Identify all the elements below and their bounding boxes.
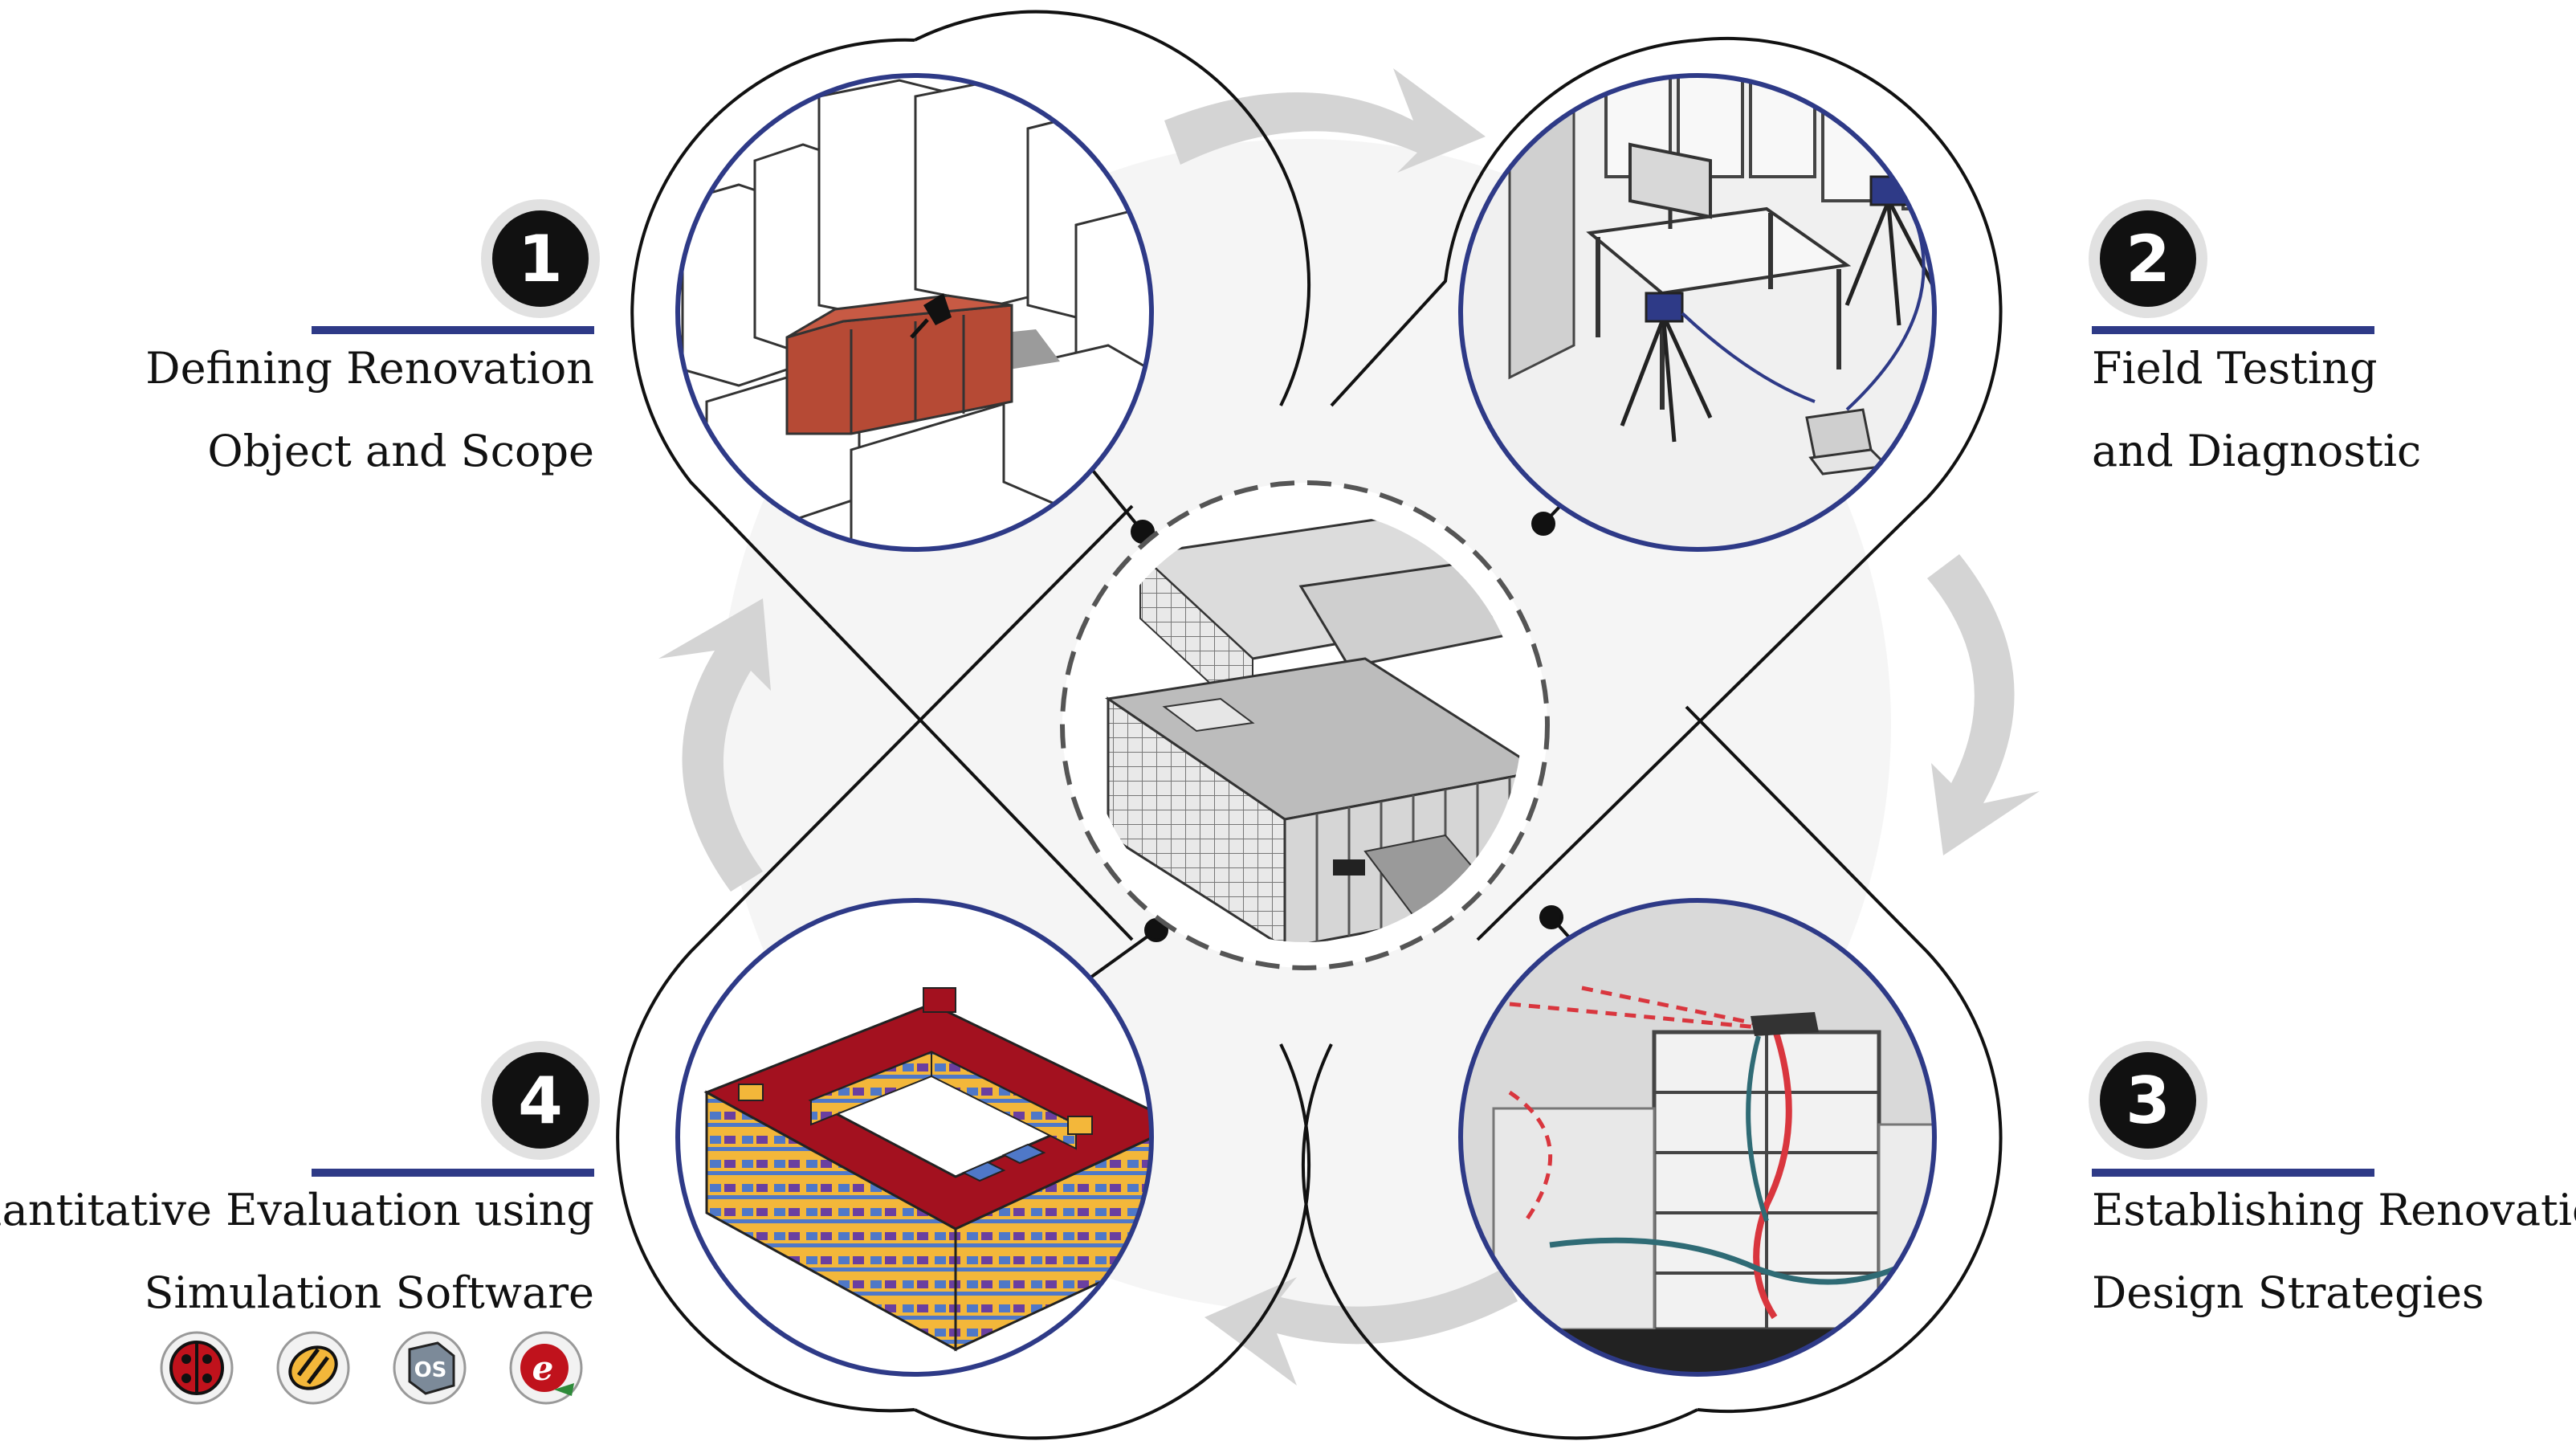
energyplus-icon: e (509, 1331, 583, 1405)
cycle-arrow-bottom (1204, 1269, 1518, 1386)
step-2-title-line2: and Diagnostic (2092, 426, 2422, 476)
ladybug-icon (160, 1331, 234, 1405)
monitor-icon (1628, 142, 1712, 229)
location-pin-icon (910, 293, 952, 339)
openstudio-icon: OS (393, 1331, 467, 1405)
image-circle-borders (675, 73, 1937, 1377)
svg-text:4: 4 (518, 1063, 563, 1138)
connector-dot-2 (1531, 512, 1555, 536)
svg-text:1: 1 (518, 222, 563, 296)
step-4-title-line1: Quantitative Evaluation using (0, 1185, 594, 1235)
cycle-arrow-right (1927, 554, 2040, 855)
step-4-title-line2: Simulation Software (144, 1267, 594, 1318)
honeybee-icon (276, 1331, 350, 1405)
svg-text:3: 3 (2126, 1063, 2170, 1138)
cycle-arrow-top (1164, 68, 1486, 173)
center-building-image (1060, 480, 1550, 970)
cycle-arrow-left (658, 598, 771, 892)
step-3-title-line1: Establishing Renovation (2092, 1185, 2576, 1235)
step-4-badge: 4 (481, 1041, 600, 1160)
svg-text:OS: OS (414, 1358, 447, 1382)
cycle-arrows (658, 68, 2040, 1386)
svg-text:e: e (532, 1349, 554, 1388)
step-1-badge: 1 (481, 199, 600, 318)
camera-tripod-icon (1620, 292, 1713, 443)
camera-tripod-icon (1844, 175, 1934, 326)
step-1-title-line1: Defining Renovation (145, 343, 594, 394)
step-2-badge: 2 (2089, 199, 2207, 318)
step-3-badge: 3 (2089, 1041, 2207, 1160)
step-4-image (678, 900, 1151, 1374)
x-outline (616, 10, 2003, 1440)
accent-lines (312, 326, 2374, 1177)
step-2-title-line1: Field Testing (2092, 343, 2378, 394)
connector-dot-3 (1539, 905, 1563, 929)
step-3-title-line2: Design Strategies (2092, 1267, 2484, 1318)
step-1-title-line2: Object and Scope (207, 426, 594, 476)
svg-text:2: 2 (2126, 222, 2170, 296)
